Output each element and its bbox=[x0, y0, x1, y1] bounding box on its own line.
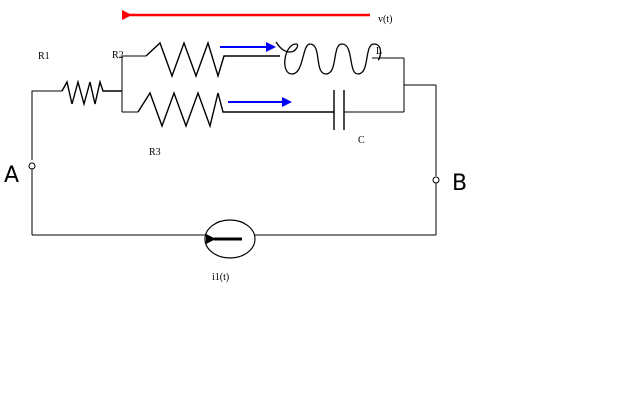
r3-label: R3 bbox=[149, 147, 161, 158]
l-label: L bbox=[376, 46, 382, 57]
resistor-r3 bbox=[137, 90, 334, 129]
i1-label: i1(t) bbox=[212, 272, 229, 283]
r1-label: R1 bbox=[38, 51, 50, 62]
left-wire bbox=[31, 90, 62, 160]
terminal-a-label: A bbox=[4, 163, 19, 188]
inductor-l bbox=[275, 41, 382, 75]
terminal-b-label: B bbox=[452, 171, 467, 196]
terminal-b bbox=[432, 176, 440, 184]
voltage-label: v(t) bbox=[378, 14, 392, 25]
r2-label: R2 bbox=[112, 50, 124, 61]
terminal-a bbox=[28, 162, 36, 170]
resistor-r1 bbox=[61, 79, 122, 107]
c-label: C bbox=[358, 135, 365, 146]
resistor-r2 bbox=[145, 40, 280, 79]
